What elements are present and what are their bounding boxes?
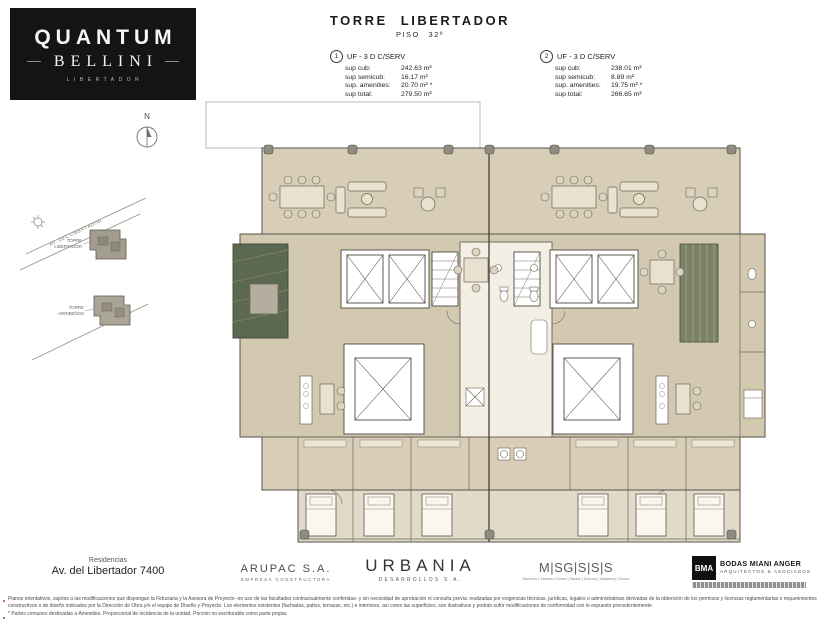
unit-1-header: 1 UF - 3 D C/SERV [330, 50, 490, 63]
unit-1-areas: sup cub:242.63 m² sup semicub:16.17 m² s… [330, 65, 490, 99]
bma-mark: BMA [692, 556, 716, 580]
project-address: Residencias Av. del Libertador 7400 [38, 557, 178, 577]
urbania-name: URBANIA [365, 556, 476, 575]
partition-walls [262, 234, 765, 542]
north-arrow: N [136, 112, 158, 148]
area-row: sup. amenities:19.75 m² * [555, 82, 643, 90]
arupac-name: ARUPAC S.A. [240, 563, 332, 575]
bma-footer-strip [692, 582, 806, 588]
building-2-label-1: TORRE [69, 305, 84, 310]
elevator-core-unit1 [340, 249, 430, 309]
brand-logo-subtitle: LIBERTADOR [66, 76, 144, 83]
area-row: sup cub:242.63 m² [345, 65, 432, 72]
unit-2-name: UF - 3 D C/SERV [557, 52, 616, 61]
unit-1-number-badge: 1 [330, 50, 343, 63]
arupac-subtitle: EMPRESA CONSTRUCTORA [240, 577, 332, 582]
logo-msgsss: M|SG|S|S|S Manteola | Sánchez Gómez | Sa… [520, 560, 632, 581]
area-row: sup semicub:16.17 m² [345, 73, 428, 81]
address-line: Av. del Libertador 7400 [51, 565, 165, 577]
area-row: sup total:279.50 m² [345, 90, 432, 98]
legal-line-1: Planos orientativos, sujetos a las modif… [8, 596, 817, 602]
elevator-core-unit2 [549, 249, 639, 309]
building-1-label-1: TORRE [67, 238, 82, 243]
brand-logo: QUANTUM BELLINI LIBERTADOR [10, 8, 196, 100]
logo-arupac: ARUPAC S.A. EMPRESA CONSTRUCTORA [236, 563, 336, 582]
legal-line-2: constructivos o de diseño indicados por … [8, 603, 654, 610]
legal-disclaimer: Planos orientativos, sujetos a las modif… [8, 596, 834, 618]
unit-2-areas: sup cub:238.01 m² sup semicub:8.89 m² su… [540, 65, 700, 99]
unit-1-name: UF - 3 D C/SERV [347, 52, 406, 61]
bma-name: BODAS MIANI ANGER [720, 559, 802, 568]
bathroom-fixtures [465, 264, 757, 407]
bma-subtitle: ARQUITECTOS & ASOCIADOS [720, 569, 812, 574]
urbania-subtitle: DESARROLLOS S.A. [378, 577, 463, 583]
wardrobes [303, 439, 735, 448]
unit-2-info: 2 UF - 3 D C/SERV sup cub:238.01 m² sup … [540, 50, 700, 99]
unit-1-info: 1 UF - 3 D C/SERV sup cub:242.63 m² sup … [330, 50, 490, 99]
brand-logo-line2: BELLINI [53, 52, 159, 70]
logo-bma: BMA BODAS MIANI ANGER ARQUITECTOS & ASOC… [692, 556, 812, 588]
site-map: AV. DEL LIBERTADOR TORRE LIBERTADOR TORR… [19, 197, 149, 361]
print-mark-red [3, 600, 5, 602]
service-core-unit2 [552, 343, 634, 435]
area-row: sup. amenities:20.70 m² * [345, 82, 433, 90]
legal-line-3: * Partes comunes destinadas a Amenities.… [8, 610, 288, 617]
north-label: N [144, 112, 150, 121]
floor-plan [205, 101, 766, 543]
sheet-title-block: TORRE LIBERTADOR PISO 32º [320, 13, 520, 39]
page-title: TORRE LIBERTADOR [329, 13, 511, 28]
unit-2-number-badge: 2 [540, 50, 553, 63]
bma-row: BMA BODAS MIANI ANGER ARQUITECTOS & ASOC… [692, 556, 812, 580]
building-1-label-2: LIBERTADOR [54, 244, 82, 249]
street-lines [19, 197, 149, 361]
building-2-label-2: ARRIBEÑOS [58, 311, 84, 316]
residences-label: Residencias [88, 557, 128, 564]
brand-logo-line1: QUANTUM [34, 25, 177, 49]
print-mark-blue [3, 617, 5, 619]
brand-logo-line2-row: BELLINI [27, 52, 180, 71]
msgsss-subtitle: Manteola | Sánchez Gómez | Santos | Sols… [522, 577, 630, 581]
msgsss-name: M|SG|S|S|S [538, 560, 614, 575]
unit-2-header: 2 UF - 3 D C/SERV [540, 50, 700, 63]
stairs-unit1 [431, 251, 459, 307]
floor-label: PISO 32º [395, 30, 445, 39]
logo-rule-left [27, 61, 41, 62]
planter-left [232, 243, 289, 339]
planter-right [679, 243, 719, 343]
bma-text: BODAS MIANI ANGER ARQUITECTOS & ASOCIADO… [720, 556, 811, 574]
logo-rule-right [165, 61, 180, 62]
logo-urbania: URBANIA DESARROLLOS S.A. [358, 556, 483, 583]
laundry-fixtures [497, 389, 763, 461]
area-row: sup semicub:8.89 m² [555, 73, 635, 81]
slab-projection-outline [205, 101, 481, 149]
service-core-unit1 [343, 343, 425, 435]
area-row: sup total:266.65 m² [555, 90, 642, 98]
area-row: sup cub:238.01 m² [555, 65, 642, 72]
roundabout-icon [31, 215, 45, 229]
